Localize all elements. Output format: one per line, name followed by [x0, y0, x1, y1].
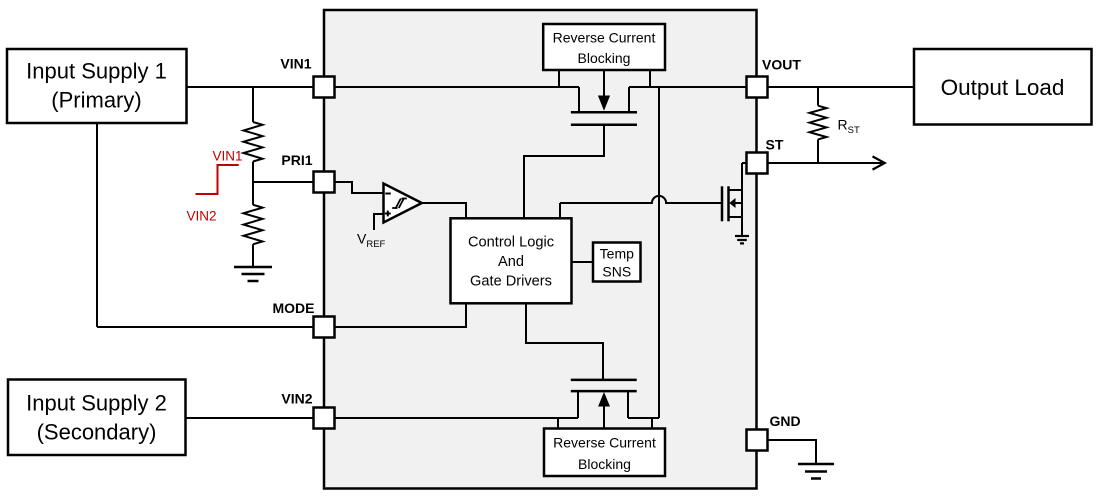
svg-text:Reverse Current: Reverse Current — [553, 30, 656, 46]
svg-text:(Secondary): (Secondary) — [37, 420, 157, 445]
svg-text:PRI1: PRI1 — [281, 152, 312, 168]
svg-text:Output Load: Output Load — [941, 75, 1065, 100]
svg-text:VIN2: VIN2 — [187, 209, 217, 224]
svg-text:VIN1: VIN1 — [280, 56, 311, 72]
svg-text:VOUT: VOUT — [762, 57, 801, 73]
svg-text:ST: ST — [766, 137, 784, 153]
svg-text:Blocking: Blocking — [578, 456, 631, 472]
svg-text:Input Supply 1: Input Supply 1 — [26, 59, 167, 84]
svg-text:Control Logic: Control Logic — [468, 235, 554, 251]
svg-text:SNS: SNS — [602, 264, 631, 280]
svg-text:Blocking: Blocking — [578, 50, 631, 66]
svg-text:VIN1: VIN1 — [213, 149, 243, 164]
svg-text:MODE: MODE — [273, 300, 315, 316]
svg-text:VIN2: VIN2 — [281, 391, 312, 407]
svg-text:Input Supply 2: Input Supply 2 — [26, 391, 167, 416]
svg-text:Temp: Temp — [600, 246, 634, 262]
svg-text:Reverse Current: Reverse Current — [553, 435, 656, 451]
svg-text:And: And — [498, 254, 524, 270]
svg-text:Gate Drivers: Gate Drivers — [470, 274, 552, 290]
svg-text:GND: GND — [770, 413, 801, 429]
svg-text:RST: RST — [838, 117, 860, 137]
svg-text:(Primary): (Primary) — [51, 88, 141, 113]
